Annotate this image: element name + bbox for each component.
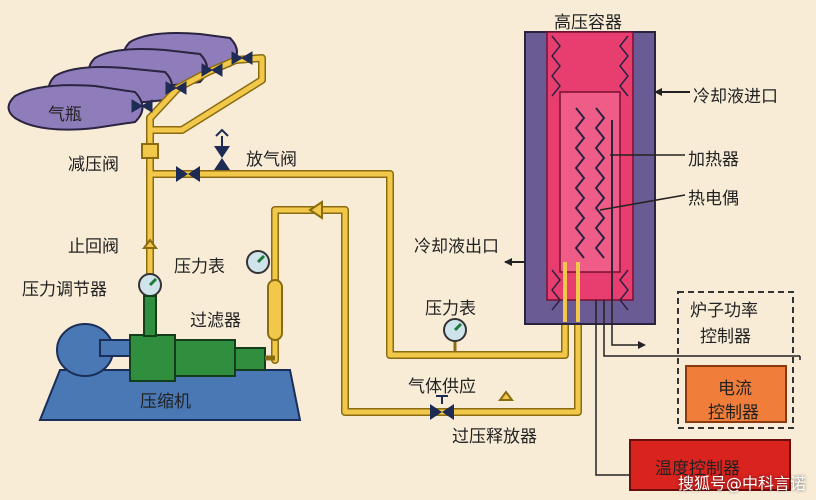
thermocouple-label: 热电偶 [688, 189, 739, 209]
furnace-power-label-2: 控制器 [700, 327, 751, 347]
thermocouple-leader [599, 194, 686, 211]
current-controller [685, 365, 787, 423]
control-wires [595, 300, 801, 476]
gas-supply-label: 气体供应 [408, 377, 476, 397]
current-label-2: 控制器 [708, 403, 759, 423]
compressor [38, 295, 302, 421]
temperature-controller [629, 439, 791, 491]
gas-bottle [7, 84, 144, 131]
overpressure-relief-valve [498, 390, 514, 401]
filter [267, 279, 283, 341]
pressure-regulator-label: 压力调节器 [22, 280, 107, 300]
furnace-power-label-1: 炉子功率 [690, 301, 758, 321]
coolant-out-label: 冷却液出口 [414, 237, 499, 257]
check-valve-label: 止回阀 [68, 237, 119, 257]
furnace-power-controller-box [677, 291, 794, 429]
flow-arrow [308, 200, 323, 220]
reducing-valve-label: 减压阀 [68, 155, 119, 175]
gas-supply-valve [430, 395, 454, 420]
vessel-label: 高压容器 [554, 13, 622, 33]
bottle-valves [131, 51, 253, 113]
pressure-gauge-supply [443, 318, 467, 352]
check-valve [142, 238, 158, 249]
gas-bottles [7, 32, 238, 131]
vent-valve-label: 放气阀 [246, 150, 297, 170]
pressure-gauge-regulator [138, 273, 162, 297]
current-label-1: 电流 [718, 379, 752, 399]
high-pressure-vessel [524, 31, 656, 325]
gas-bottle-label: 气瓶 [48, 105, 82, 125]
line-valve [176, 166, 200, 182]
coolant-outlet [504, 258, 525, 266]
pressure-gauge-label-2: 压力表 [425, 299, 476, 319]
coolant-in-label: 冷却液进口 [693, 87, 778, 107]
temp-controller-label: 温度控制器 [655, 459, 740, 479]
vent-valve [214, 128, 230, 170]
filter-label: 过滤器 [190, 311, 241, 331]
wire-arrow [638, 341, 646, 349]
watermark: 搜狐号@中科言诺 [677, 474, 806, 493]
pressure-gauge-label-1: 压力表 [174, 257, 225, 277]
overpressure-relief-label: 过压释放器 [452, 427, 537, 447]
reducing-valve [141, 143, 159, 159]
coolant-inlet [654, 88, 690, 96]
pressure-gauge-filter [246, 250, 270, 274]
heater-label: 加热器 [688, 150, 739, 170]
compressor-label: 压缩机 [140, 392, 191, 412]
